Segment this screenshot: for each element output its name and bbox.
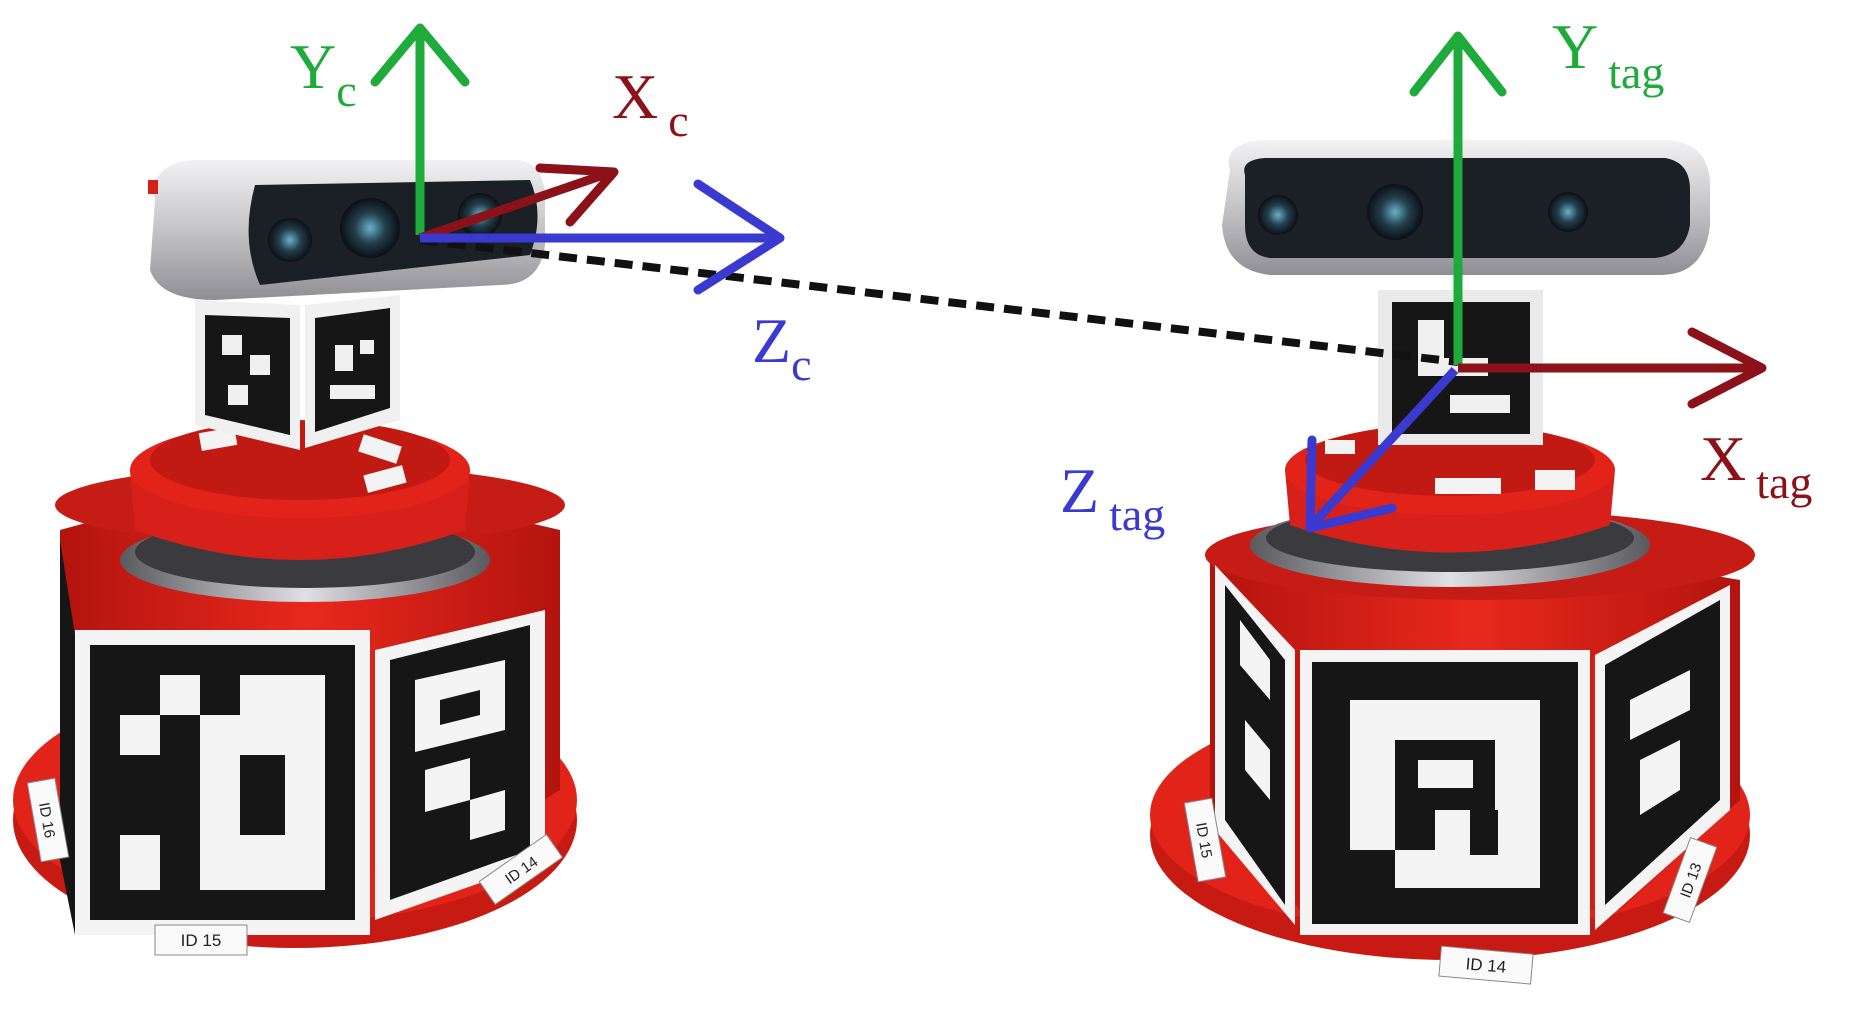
aruco-tag-icon xyxy=(1595,585,1730,930)
aruco-tag-icon xyxy=(1300,650,1590,935)
camera-y-label: Y xyxy=(290,31,336,102)
svg-text:Xc: Xc xyxy=(612,61,689,146)
arrowhead-icon xyxy=(1305,435,1397,533)
camera-y-sub: c xyxy=(336,65,356,116)
aruco-tag-icon xyxy=(375,610,545,920)
tag-z-sub: tag xyxy=(1109,489,1165,540)
right-robot: ID 14 ID 15 ID 13 xyxy=(1150,140,1755,985)
camera-x-label: X xyxy=(612,61,658,132)
camera-icon xyxy=(1222,140,1710,275)
tag-z-label: Z xyxy=(1060,455,1099,526)
tag-x-label: X xyxy=(1700,423,1746,494)
arrowhead-icon xyxy=(1687,327,1767,409)
aruco-tag-icon xyxy=(75,630,370,935)
left-robot: ID 15 ID 16 ID 14 xyxy=(13,160,577,956)
arrowhead-icon xyxy=(535,163,619,227)
mount-cube xyxy=(195,295,400,450)
arrowhead-up-icon xyxy=(1409,31,1507,97)
camera-z-sub: c xyxy=(791,339,811,390)
base-label-front: ID 14 xyxy=(1465,954,1507,976)
base-label: ID 15 xyxy=(154,924,248,956)
tag-x-sub: tag xyxy=(1756,457,1812,508)
tag-y-label: Y xyxy=(1552,11,1598,82)
aruco-tag-icon xyxy=(1215,565,1295,925)
camera-x-sub: c xyxy=(668,95,688,146)
camera-icon xyxy=(148,160,545,300)
camera-z-label: Z xyxy=(752,305,791,376)
tag-z-axis xyxy=(1308,366,1459,529)
svg-text:Zc: Zc xyxy=(752,305,812,390)
arrowhead-up-icon xyxy=(370,23,470,87)
base-label-left: ID 15 xyxy=(1192,821,1215,859)
camera-x-axis xyxy=(418,167,614,243)
tag-y-sub: tag xyxy=(1608,47,1664,98)
base-label-front: ID 15 xyxy=(181,931,222,950)
transform-dashed-line xyxy=(419,236,1459,366)
base-label-left: ID 16 xyxy=(35,801,58,839)
svg-text:Yc: Yc xyxy=(290,31,357,116)
arrowhead-icon xyxy=(693,179,785,295)
